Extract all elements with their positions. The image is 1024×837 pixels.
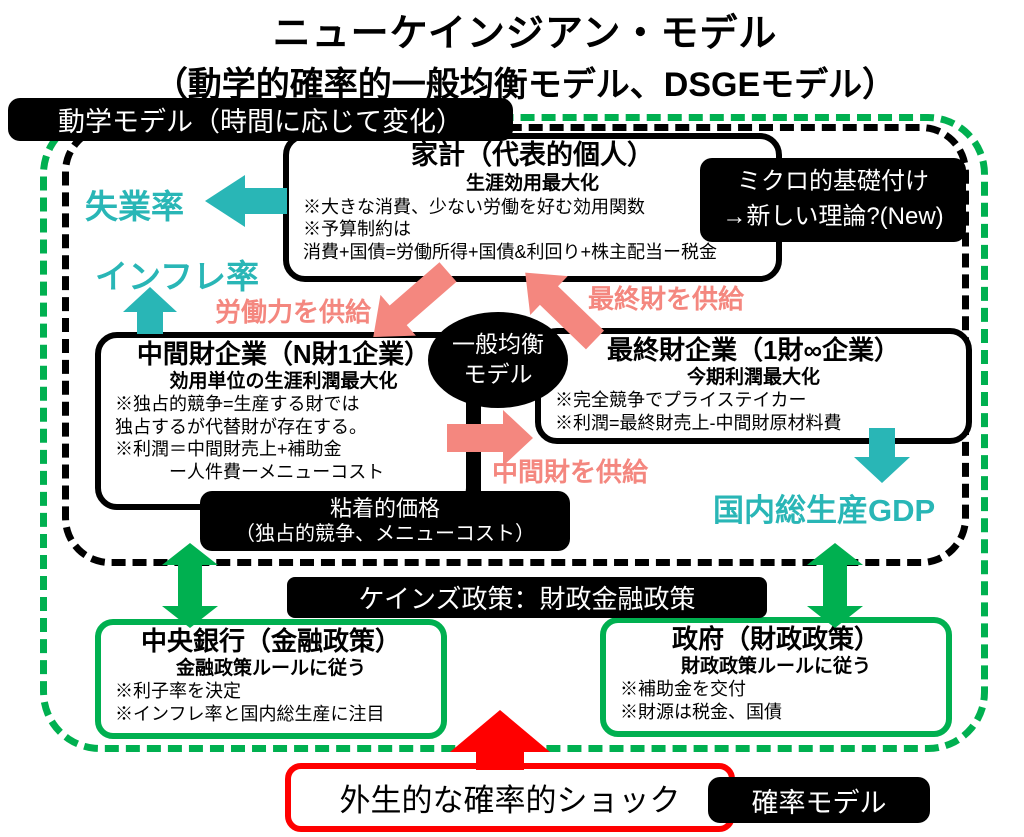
general-equilibrium-line2: モデル [463,361,533,387]
final-firm-note: ※完全競争でプライステイカー [555,390,807,411]
final-firm-title: 最終財企業（1財∞企業） [607,335,900,365]
central-bank-box: 中央銀行（金融政策） 金融政策ルールに従う ※利子率を決定 ※インフレ率と国内総… [95,619,447,739]
intermediate-firm-subtitle: 効用単位の生涯利潤最大化 [169,370,398,392]
intermediate-firm-note: ー人件費ーメニューコスト [115,461,385,482]
intermediate-firm-note: ※利潤＝中間財売上+補助金 [115,439,342,460]
final-firm-note: ※利潤=最終財売上-中間財原材料費 [555,412,842,433]
household-note: ※大きな消費、少ない労働を好む効用関数 [303,196,645,217]
dynamic-model-label: 動学モデル（時間に応じて変化） [8,98,513,141]
unemployment-label: 失業率 [85,188,184,225]
government-title: 政府（財政政策） [671,624,880,654]
title-line1: ニューケインジアン・モデル [272,13,778,55]
sticky-price-label: 粘着的価格 （独占的競争、メニューコスト） [200,491,570,551]
stochastic-model-label: 確率モデル [708,777,930,823]
government-note: ※補助金を交付 [620,679,746,700]
gdp-label: 国内総生産GDP [713,493,936,528]
central-bank-note: ※利子率を決定 [115,681,241,702]
household-title: 家計（代表的個人） [411,140,654,170]
government-box: 政府（財政政策） 財政政策ルールに従う ※補助金を交付 ※財源は税金、国債 [600,617,952,737]
sticky-price-line1: 粘着的価格 [329,495,440,521]
central-bank-subtitle: 金融政策ルールに従う [175,657,366,679]
intermediate-goods-supply-label: 中間財を供給 [492,457,649,487]
general-equilibrium-line1: 一般均衡 [452,331,544,358]
intermediate-firm-note: 独占するが代替財が存在する。 [115,416,367,437]
labor-supply-label: 労働力を供給 [215,297,372,327]
intermediate-firm-note: ※独占的競争=生産する財では [115,394,360,415]
page-title: ニューケインジアン・モデル （動学的確率的一般均衡モデル、DSGEモデル） [90,2,960,106]
intermediate-firm-title: 中間財企業（N財1企業） [136,339,431,369]
title-line2: （動学的確率的一般均衡モデル、DSGEモデル） [153,66,897,104]
government-subtitle: 財政政策ルールに従う [680,655,871,677]
government-note: ※財源は税金、国債 [620,701,782,722]
exogenous-shock-label: 外生的な確率的ショック [339,783,681,818]
exogenous-shock-box: 外生的な確率的ショック [285,763,735,832]
final-firm-box: 最終財企業（1財∞企業） 今期利潤最大化 ※完全競争でプライステイカー ※利潤=… [535,328,972,444]
household-note: ※予算制約は [303,219,411,240]
intermediate-firm-box: 中間財企業（N財1企業） 効用単位の生涯利潤最大化 ※独占的競争=生産する財では… [95,332,472,510]
micro-foundation-line2: →新しい理論?(New) [722,203,944,230]
keynes-policy-label: ケインズ政策：財政金融政策 [287,577,767,618]
inflation-label: インフレ率 [95,258,260,295]
general-equilibrium-ellipse: 一般均衡 モデル [428,312,568,408]
central-bank-title: 中央銀行（金融政策） [140,626,401,656]
final-firm-subtitle: 今期利潤最大化 [686,366,820,388]
sticky-price-line2: （独占的競争、メニューコスト） [235,523,535,546]
equilibrium-connector-line [468,395,481,503]
household-subtitle: 生涯効用最大化 [465,172,599,194]
micro-foundation-label: ミクロ的基礎付け →新しい理論?(New) [700,158,966,242]
micro-foundation-line1: ミクロ的基礎付け [737,168,929,196]
central-bank-note: ※インフレ率と国内総生産に注目 [115,703,385,724]
final-goods-supply-label: 最終財を供給 [588,284,745,314]
household-note: 消費+国債=労働所得+国債&利回り+株主配当ー税金 [303,241,718,262]
